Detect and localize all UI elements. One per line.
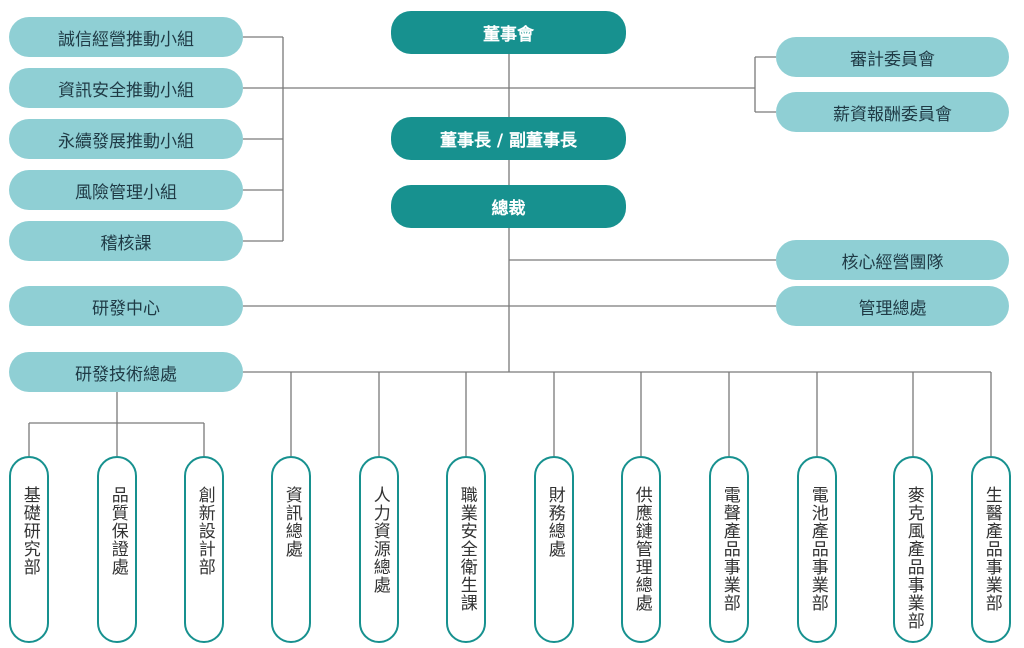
- biomedical-bu-label: 生醫產品事業部: [981, 486, 1002, 612]
- safety-section-label: 職業安全衛生課: [456, 486, 477, 612]
- biomedical-bu-node: 生醫產品事業部: [971, 456, 1011, 643]
- quality-assurance-label: 品質保證處: [107, 486, 128, 576]
- safety-section-node: 職業安全衛生課: [446, 456, 486, 643]
- hr-division-node: 人力資源總處: [359, 456, 399, 643]
- innovation-design-label: 創新設計部: [194, 486, 215, 576]
- battery-bu-node: 電池產品事業部: [797, 456, 837, 643]
- microphone-bu-node: 麥克風產品事業部: [893, 456, 933, 643]
- supply-chain-division-label: 供應鏈管理總處: [631, 486, 652, 612]
- innovation-design-node: 創新設計部: [184, 456, 224, 643]
- acoustic-bu-node: 電聲產品事業部: [709, 456, 749, 643]
- supply-chain-division-node: 供應鏈管理總處: [621, 456, 661, 643]
- basic-research-label: 基礎研究部: [19, 486, 40, 576]
- chairman-node: 董事長 / 副董事長: [391, 117, 626, 160]
- battery-bu-label: 電池產品事業部: [807, 486, 828, 612]
- it-division-node: 資訊總處: [271, 456, 311, 643]
- sustainability-group-node: 永續發展推動小組: [9, 119, 243, 159]
- quality-assurance-node: 品質保證處: [97, 456, 137, 643]
- risk-group-node: 風險管理小組: [9, 170, 243, 210]
- president-node: 總裁: [391, 185, 626, 228]
- management-node: 管理總處: [776, 286, 1009, 326]
- rd-center-node: 研發中心: [9, 286, 243, 326]
- basic-research-node: 基礎研究部: [9, 456, 49, 643]
- compensation-committee-node: 薪資報酬委員會: [776, 92, 1009, 132]
- finance-division-node: 財務總處: [534, 456, 574, 643]
- rd-tech-node: 研發技術總處: [9, 352, 243, 392]
- it-division-label: 資訊總處: [281, 486, 302, 558]
- audit-committee-node: 審計委員會: [776, 37, 1009, 77]
- audit-section-node: 稽核課: [9, 221, 243, 261]
- hr-division-label: 人力資源總處: [369, 486, 390, 594]
- acoustic-bu-label: 電聲產品事業部: [719, 486, 740, 612]
- finance-division-label: 財務總處: [544, 486, 565, 558]
- microphone-bu-label: 麥克風產品事業部: [903, 486, 924, 630]
- core-team-node: 核心經營團隊: [776, 240, 1009, 280]
- board-node: 董事會: [391, 11, 626, 54]
- infosec-group-node: 資訊安全推動小組: [9, 68, 243, 108]
- integrity-group-node: 誠信經營推動小組: [9, 17, 243, 57]
